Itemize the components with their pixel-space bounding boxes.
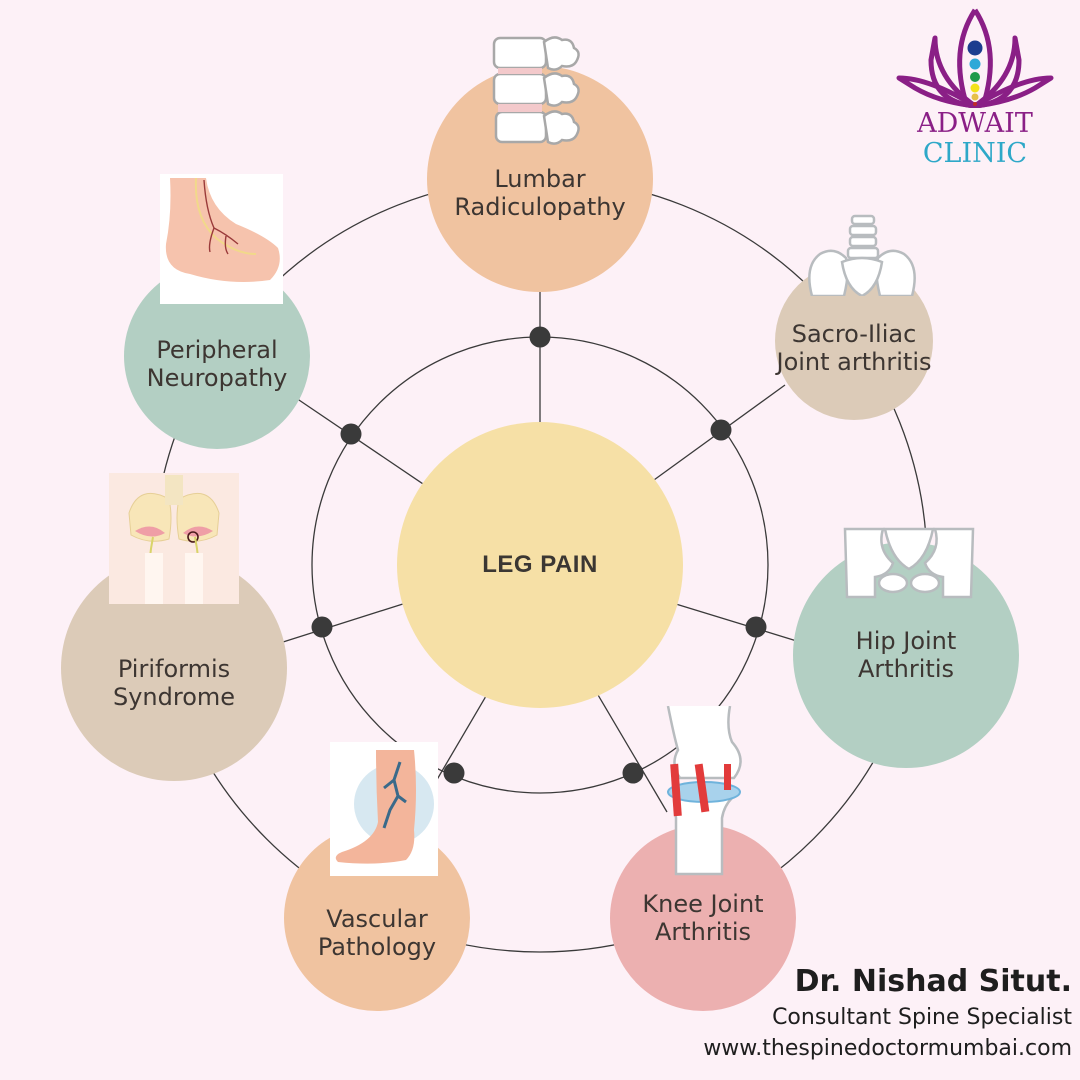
website-link[interactable]: www.thespinedoctormumbai.com — [703, 1036, 1072, 1061]
knee-joint-icon — [662, 705, 748, 876]
spoke-piriformis — [282, 603, 403, 643]
lumbar-vertebrae-icon — [490, 32, 590, 150]
foot-nerves-icon — [160, 174, 283, 304]
node-label: Hip Joint Arthritis — [855, 627, 957, 683]
junction-dot-hip — [745, 616, 767, 638]
varicose-leg-icon — [330, 742, 438, 876]
spoke-peripheral — [295, 397, 423, 485]
node-label: Piriformis Syndrome — [112, 655, 236, 711]
lotus-chakra-icon — [895, 8, 1055, 113]
clinic-logo: ADWAIT CLINIC — [895, 8, 1055, 169]
center-node: LEG PAIN — [397, 422, 683, 708]
junction-dot-sacro-iliac — [710, 419, 732, 441]
doctor-credit: Dr. Nishad Situt. Consultant Spine Speci… — [703, 962, 1072, 1064]
node-lumbar-radiculopathy: Lumbar Radiculopathy — [427, 66, 653, 292]
node-label: Knee Joint Arthritis — [642, 890, 764, 946]
doctor-name: Dr. Nishad Situt. — [794, 964, 1072, 999]
doctor-role: Consultant Spine Specialist — [772, 1005, 1072, 1030]
logo-text-clinic: CLINIC — [922, 138, 1028, 169]
junction-dot-piriformis — [311, 616, 333, 638]
spoke-hip — [677, 603, 801, 643]
junction-dot-peripheral — [340, 423, 362, 445]
node-label: Peripheral Neuropathy — [146, 336, 288, 392]
junction-dot-lumbar — [529, 326, 551, 348]
spoke-knee — [597, 695, 668, 813]
node-label: Lumbar Radiculopathy — [454, 165, 626, 221]
junction-dot-knee — [622, 762, 644, 784]
pelvis-spine-icon — [802, 212, 922, 298]
hip-pelvis-icon — [843, 527, 975, 599]
node-label: Sacro-Iliac Joint arthritis — [776, 320, 932, 376]
piriformis-pelvis-icon — [109, 473, 239, 604]
junction-dot-vascular — [443, 762, 465, 784]
node-label: Vascular Pathology — [317, 905, 437, 961]
center-label: LEG PAIN — [482, 551, 598, 578]
logo-text-adwait: ADWAIT — [917, 108, 1033, 139]
